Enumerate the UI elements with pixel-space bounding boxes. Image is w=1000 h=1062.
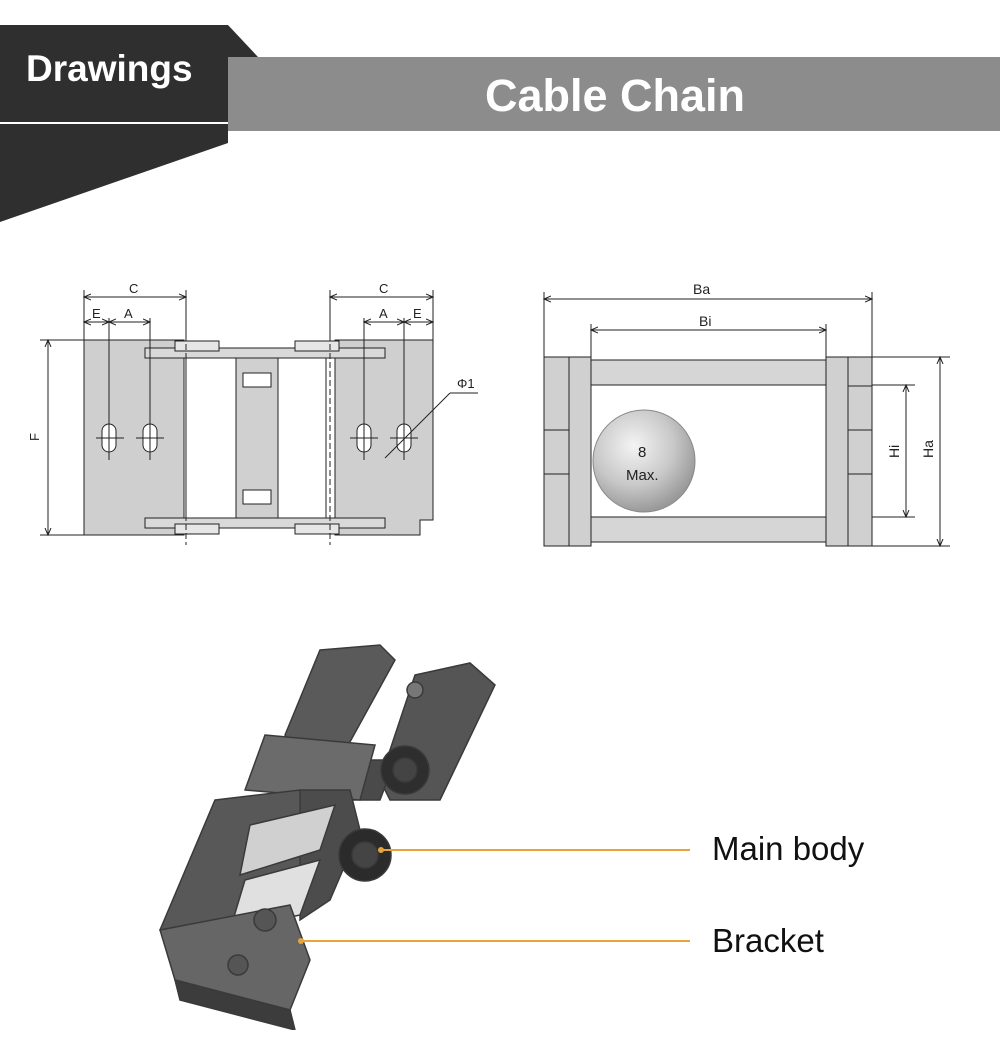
dim-label-ha: Ha bbox=[920, 440, 936, 458]
ball-label: Max. bbox=[626, 467, 659, 484]
dim-label-e-right: E bbox=[413, 306, 422, 321]
cable-chain-photo bbox=[159, 644, 496, 1030]
dim-label-e-left: E bbox=[92, 306, 101, 321]
ball-value: 8 bbox=[638, 444, 646, 461]
callout-label-bracket: Bracket bbox=[712, 922, 824, 959]
dim-label-bi: Bi bbox=[699, 313, 711, 329]
dim-label-ba: Ba bbox=[693, 281, 710, 297]
front-view-drawing: Ba Bi Hi Ha 8 Max. bbox=[500, 281, 950, 570]
banner-bar bbox=[228, 57, 1000, 131]
dim-label-a-right: A bbox=[379, 306, 388, 321]
callout-label-main-body: Main body bbox=[712, 830, 865, 867]
dim-label-phi: Φ1 bbox=[457, 376, 475, 391]
dim-label-c-right: C bbox=[379, 281, 388, 296]
cable-ball bbox=[592, 409, 696, 513]
dim-label-a-left: A bbox=[124, 306, 133, 321]
page-title: Cable Chain bbox=[484, 70, 746, 121]
callout-dot-main-body bbox=[378, 847, 384, 853]
tab-label: Drawings bbox=[26, 48, 193, 89]
callout-line-bracket-left bbox=[298, 938, 376, 944]
callout-lines bbox=[370, 847, 690, 942]
header-graphic bbox=[0, 25, 1000, 222]
dim-label-hi: Hi bbox=[886, 445, 902, 458]
side-view-drawing: C E A C A E F Φ1 bbox=[27, 281, 478, 545]
dim-label-f: F bbox=[27, 433, 42, 441]
dim-label-c-left: C bbox=[129, 281, 138, 296]
